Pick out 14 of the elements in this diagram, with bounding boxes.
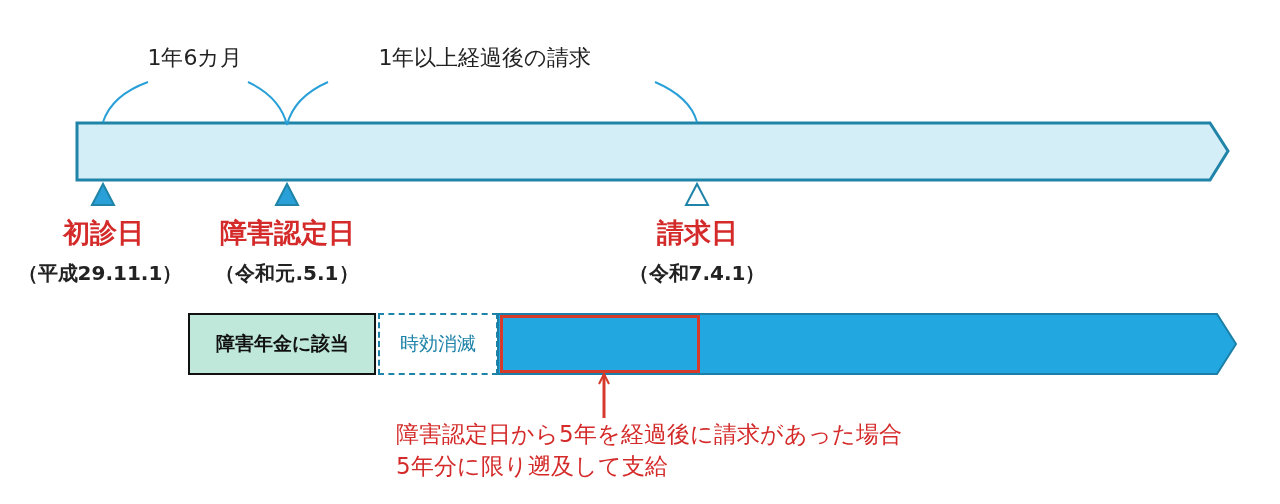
note-text: 障害認定日から5年を経過後に請求があった場合 <box>396 420 902 449</box>
status-box: 障害年金に該当 <box>188 313 376 375</box>
duration-label: 1年以上経過後の請求 <box>378 46 592 71</box>
note-text: 5年分に限り遡及して支給 <box>396 452 668 481</box>
date-heading: 障害認定日 <box>219 218 355 248</box>
date-text: （平成29.11.1） <box>17 262 183 284</box>
date-text: （令和元.5.1） <box>215 262 359 284</box>
arrow <box>598 373 610 418</box>
date-heading: 請求日 <box>656 218 738 248</box>
date-heading: 初診日 <box>62 218 144 248</box>
date-text: （令和7.4.1） <box>628 262 766 284</box>
highlight-box <box>500 315 700 373</box>
payment-bar <box>497 313 1237 375</box>
duration-label: 1年6カ月 <box>147 46 243 71</box>
